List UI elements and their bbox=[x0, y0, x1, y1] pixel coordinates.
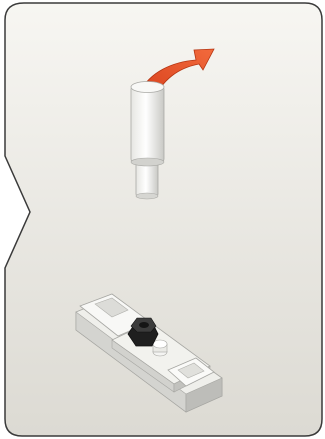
instruction-step-panel bbox=[0, 0, 325, 439]
